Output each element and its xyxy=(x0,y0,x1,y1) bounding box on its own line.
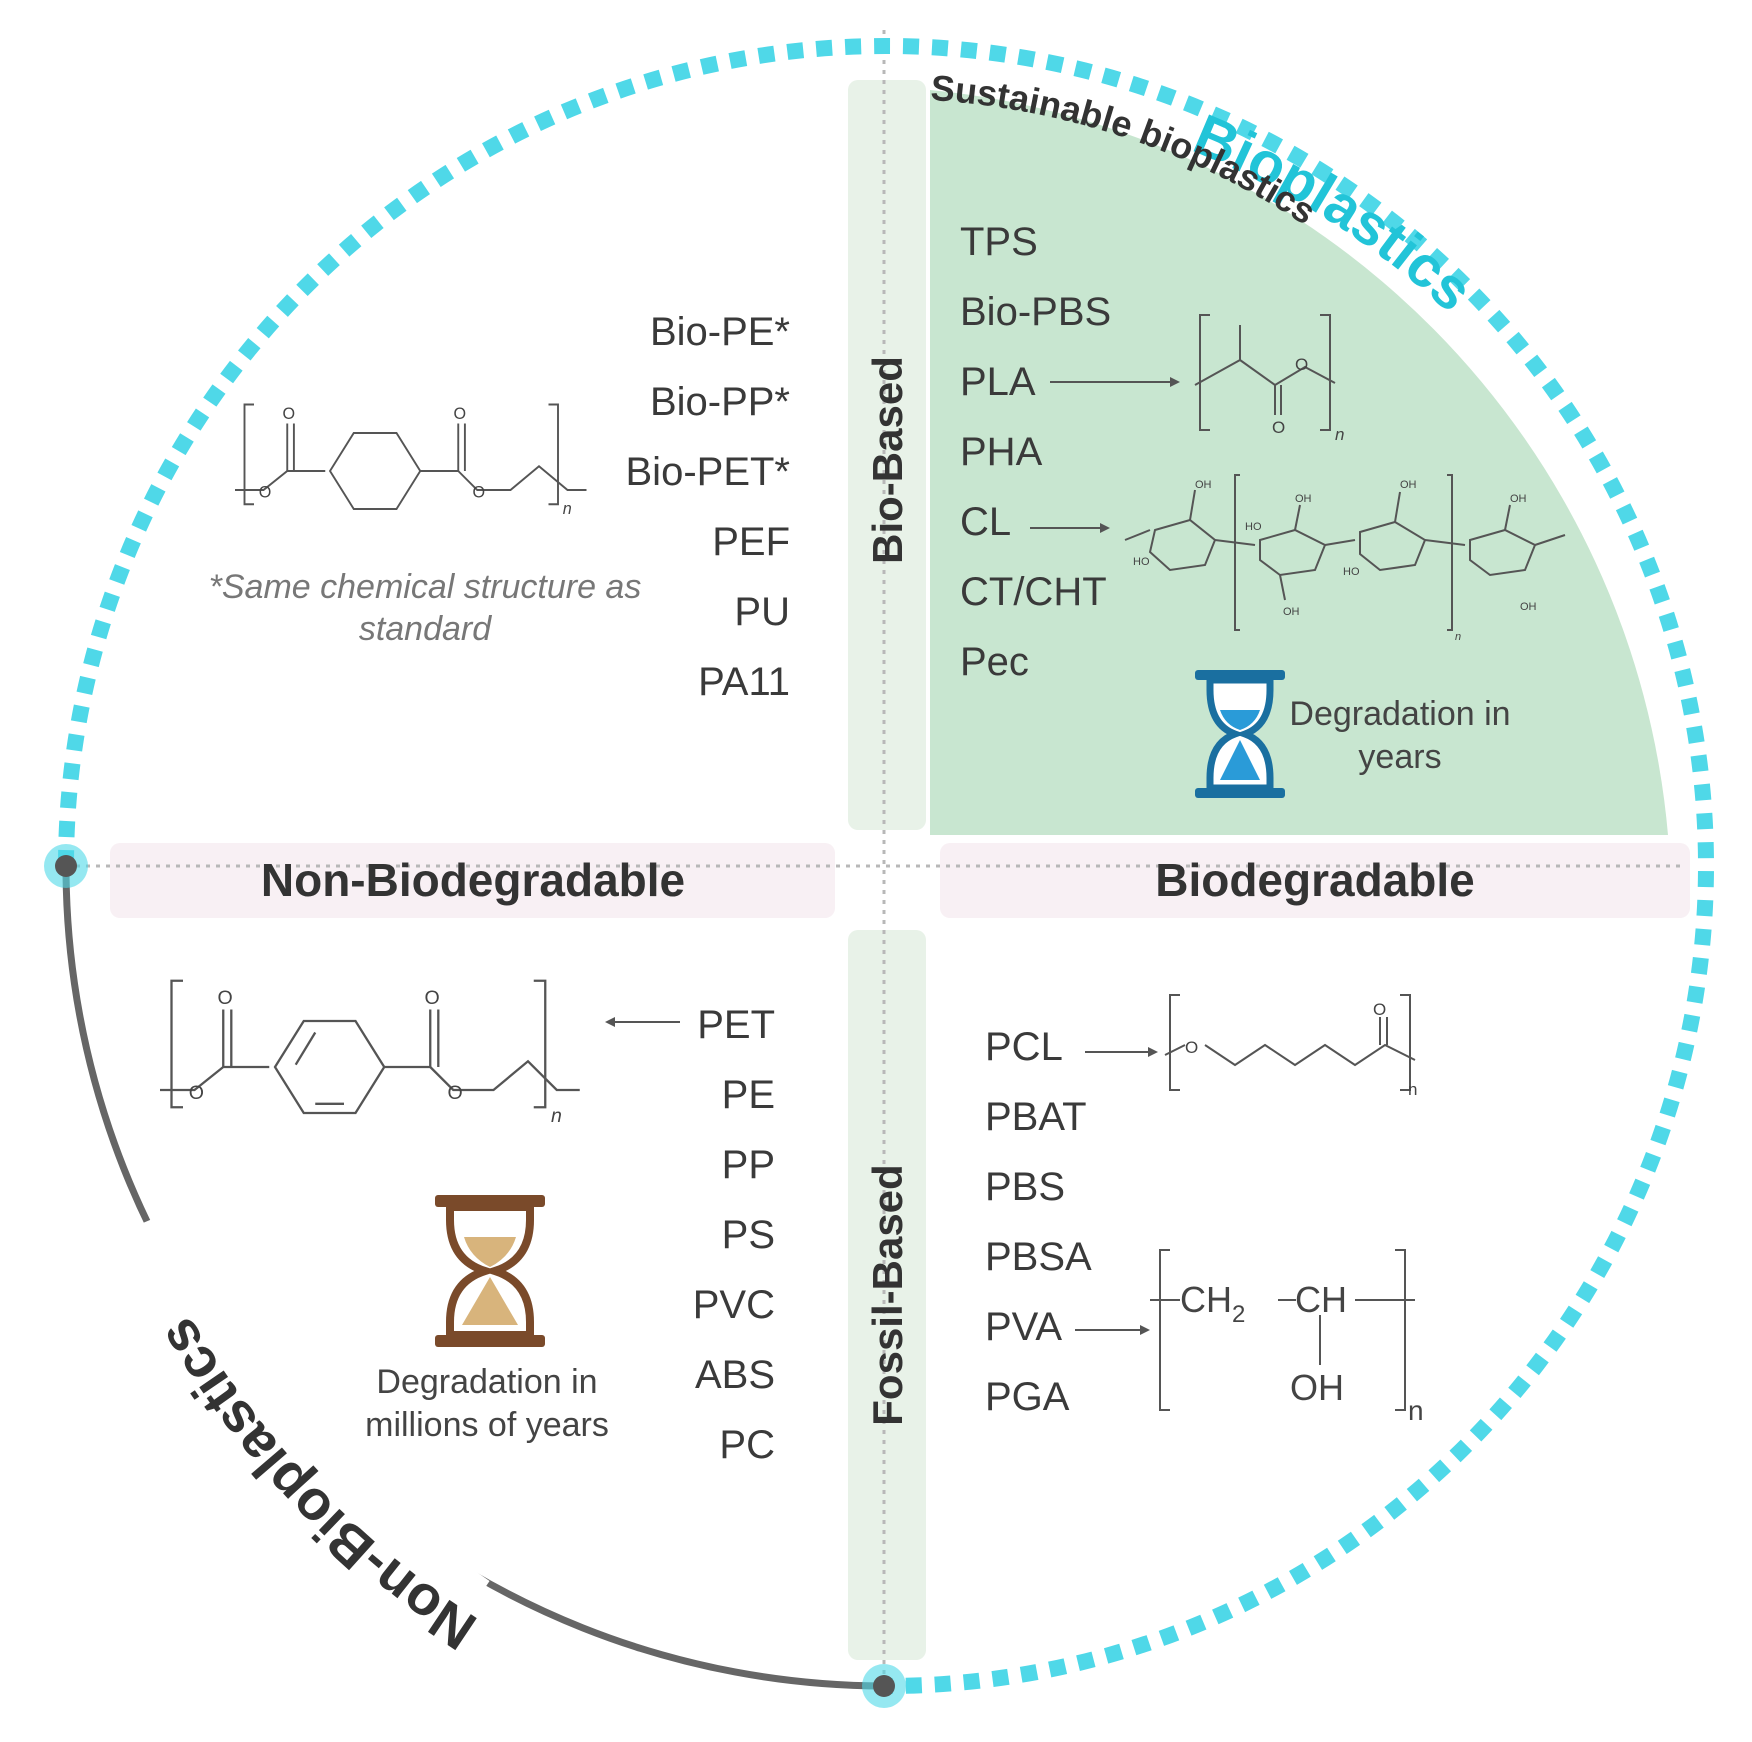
cellulose-structure: OH HO OH HO OH OH HO OH OH n xyxy=(1124,474,1566,643)
polymer-label: CT/CHT xyxy=(960,570,1107,614)
polymer-label: TPS xyxy=(960,220,1038,264)
sustainable-quadrant-fill xyxy=(930,90,1668,835)
quadrant-bio-non-biodegradable: Bio-PE* Bio-PP* Bio-PET* PEF PU PA11 *Sa… xyxy=(209,310,790,704)
fossil-based-axis-label: Fossil-Based xyxy=(864,1164,911,1425)
polymer-label: PGA xyxy=(985,1375,1070,1419)
chem-atom-label: HO xyxy=(1245,521,1262,533)
pet-structure-top: O O O O n xyxy=(235,403,587,518)
hourglass-brown-icon xyxy=(435,1195,545,1347)
chem-atom-label: O xyxy=(283,405,296,423)
degradation-years-text: Degradation in xyxy=(1289,695,1510,733)
polymer-label: PEF xyxy=(712,520,790,564)
chem-atom-label: O xyxy=(1295,355,1308,374)
quadrant-fossil-non-biodegradable: PET PE PP PS PVC ABS PC O O O O n xyxy=(160,979,775,1467)
chem-atom-label: O xyxy=(189,1082,204,1104)
non-biodegradable-axis-label: Non-Biodegradable xyxy=(261,854,685,906)
polymer-label: PBS xyxy=(985,1165,1065,1209)
chem-subscript-n: n xyxy=(563,500,572,518)
polymer-label: Bio-PBS xyxy=(960,290,1111,334)
polymer-label: PP xyxy=(722,1143,775,1187)
polymer-label: PLA xyxy=(960,360,1036,404)
polymer-label: PU xyxy=(734,590,790,634)
polymer-label: PVA xyxy=(985,1305,1062,1349)
polymer-label: ABS xyxy=(695,1353,775,1397)
cl-arrowhead xyxy=(1100,523,1110,533)
chem-atom-label: O xyxy=(448,1082,463,1104)
chem-atom-label: HO xyxy=(1133,556,1150,568)
chem-atom-label: O xyxy=(425,987,440,1009)
degradation-years-text-2: years xyxy=(1358,738,1441,776)
polymer-label: PA11 xyxy=(698,660,790,704)
polymer-label: Bio-PE* xyxy=(650,310,790,354)
arc-endpoint-left-dot xyxy=(55,855,77,877)
polymer-label: CL xyxy=(960,500,1011,544)
quadrant-bio-biodegradable: TPS Bio-PBS PLA PHA CL CT/CHT Pec O O n xyxy=(960,220,1566,798)
polymer-label: PE xyxy=(722,1073,775,1117)
chem-group-label: CH2 xyxy=(1180,1279,1245,1328)
polymer-label: PBSA xyxy=(985,1235,1092,1279)
pcl-arrowhead xyxy=(1148,1047,1158,1057)
chem-atom-label: O xyxy=(1185,1038,1198,1057)
chem-atom-label: OH xyxy=(1520,601,1537,613)
polymer-label: PHA xyxy=(960,430,1043,474)
chem-atom-label: OH xyxy=(1195,479,1212,491)
hourglass-blue-icon xyxy=(1195,670,1285,798)
polymer-label: PC xyxy=(719,1423,775,1467)
chem-atom-label: O xyxy=(454,405,467,423)
chem-atom-label: HO xyxy=(1343,566,1360,578)
biodegradable-axis-label: Biodegradable xyxy=(1155,854,1475,906)
chem-group-label: CH xyxy=(1295,1279,1347,1320)
same-structure-note-2: standard xyxy=(359,610,492,648)
polymer-label: PBAT xyxy=(985,1095,1087,1139)
pla-structure: O O n xyxy=(1194,314,1344,444)
same-structure-note: *Same chemical structure as xyxy=(209,568,642,606)
non-biodegradable-bar xyxy=(110,843,835,918)
polymer-label: PET xyxy=(697,1003,775,1047)
chem-atom-label: O xyxy=(1373,1000,1386,1019)
chem-atom-label: OH xyxy=(1400,479,1417,491)
bio-based-axis-label: Bio-Based xyxy=(864,356,911,564)
pla-arrowhead xyxy=(1170,377,1180,387)
pva-arrowhead xyxy=(1140,1325,1150,1335)
fossil-based-bar xyxy=(848,930,926,1660)
chem-atom-label: O xyxy=(218,987,233,1009)
arc-endpoint-bottom-dot xyxy=(873,1675,895,1697)
chem-atom-label: O xyxy=(473,484,486,502)
quadrant-fossil-biodegradable: PCL PBAT PBS PBSA PVA PGA O O n xyxy=(985,994,1424,1426)
pet-arrowhead xyxy=(605,1017,615,1027)
polymer-label: Bio-PET* xyxy=(626,450,791,494)
non-bioplastics-label: Non-Bioplastics xyxy=(145,1308,487,1662)
polymer-label: PVC xyxy=(693,1283,775,1327)
chem-subscript-n: n xyxy=(1335,425,1344,444)
chem-atom-label: OH xyxy=(1510,493,1527,505)
chem-subscript-n: n xyxy=(1408,1080,1417,1099)
polymer-label: Pec xyxy=(960,640,1029,684)
chem-atom-label: OH xyxy=(1295,493,1312,505)
chem-atom-label: O xyxy=(259,484,272,502)
chem-group-label: OH xyxy=(1290,1367,1344,1408)
degradation-millions-text-2: millions of years xyxy=(365,1406,609,1444)
degradation-millions-text: Degradation in xyxy=(376,1363,597,1401)
chem-atom-label: O xyxy=(1272,418,1285,437)
chem-subscript-n: n xyxy=(1408,1395,1424,1426)
bio-based-bar xyxy=(848,80,926,830)
polymer-label: PS xyxy=(722,1213,775,1257)
pet-structure-bottom: O O O O n xyxy=(160,979,580,1127)
pcl-structure: O O n xyxy=(1164,994,1417,1099)
polymer-label: PCL xyxy=(985,1025,1063,1069)
chem-atom-label: OH xyxy=(1283,606,1300,618)
chem-subscript-n: n xyxy=(1455,631,1461,643)
chem-subscript-n: n xyxy=(551,1105,562,1127)
polymer-label: Bio-PP* xyxy=(650,380,790,424)
pva-structure: CH2 CH OH n xyxy=(1150,1249,1424,1426)
biodegradable-bar xyxy=(940,843,1690,918)
